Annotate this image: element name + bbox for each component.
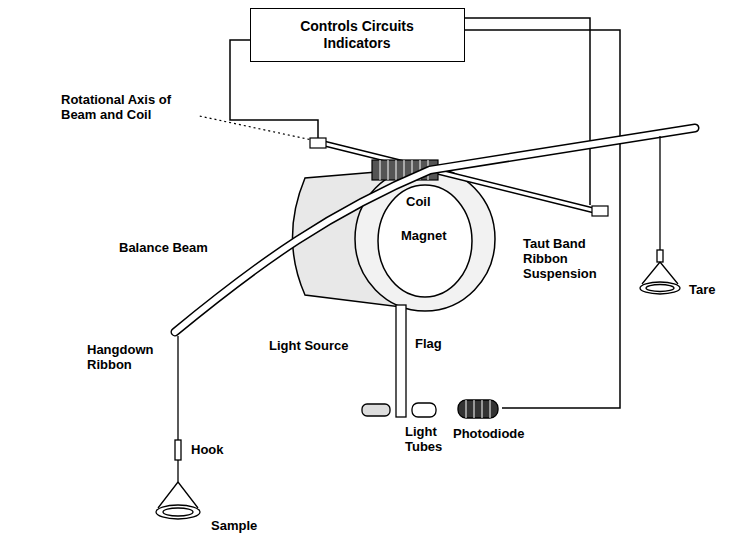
part-label: Flag bbox=[414, 336, 443, 351]
part-label: Coil bbox=[405, 194, 432, 209]
part-label: Hangdown Ribbon bbox=[86, 342, 173, 372]
part-label: Sample bbox=[210, 518, 258, 533]
optical-sensor bbox=[362, 305, 498, 418]
part-label: Tare bbox=[688, 282, 717, 297]
control-wires bbox=[230, 18, 620, 408]
wire bbox=[465, 18, 590, 205]
part-label: Magnet bbox=[400, 228, 448, 243]
box-text: Controls Circuits Indicators bbox=[292, 18, 422, 52]
balance-beam bbox=[175, 128, 695, 332]
part-label: Taut Band Ribbon Suspension bbox=[522, 236, 614, 281]
part-label: Light Source bbox=[268, 338, 349, 353]
control-box: Controls Circuits Indicators bbox=[250, 8, 465, 62]
part-label: Rotational Axis of Beam and Coil bbox=[60, 92, 197, 122]
leader-line bbox=[190, 114, 312, 140]
part-label: Light Tubes bbox=[404, 424, 456, 454]
part-label: Balance Beam bbox=[118, 240, 209, 255]
part-label: Photodiode bbox=[452, 426, 526, 441]
part-label: Hook bbox=[190, 442, 225, 457]
tare-pan bbox=[640, 136, 680, 294]
